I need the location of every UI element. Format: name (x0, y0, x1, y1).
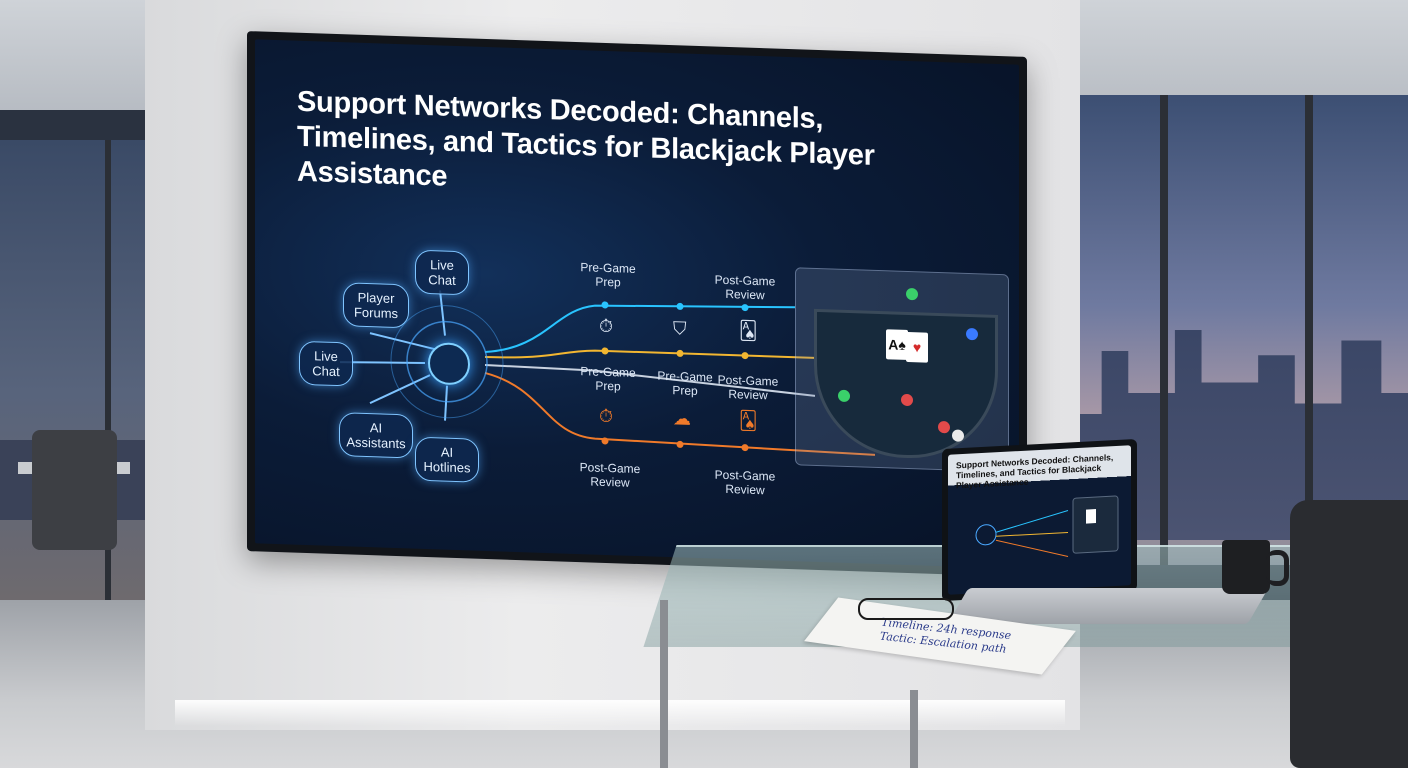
stage-label: Post-Game Review (579, 460, 641, 490)
spoke (444, 385, 448, 421)
chip (901, 393, 913, 407)
card-icon: 🂡 (739, 320, 758, 341)
shield-check-icon: ⛉ (673, 318, 687, 339)
laptop-presentation-title: Support Networks Decoded: Channels, Time… (956, 452, 1114, 491)
ace-of-spades-card: A♠ (886, 329, 908, 360)
line-orange (484, 371, 876, 456)
timeline-dot (676, 349, 684, 357)
network-lines (339, 290, 876, 456)
spoke (439, 290, 446, 336)
mug-handle (1266, 550, 1289, 586)
timeline-dot (676, 440, 684, 448)
window-mullion (1160, 95, 1168, 565)
window-mullion (105, 140, 111, 600)
chip (952, 429, 964, 442)
card-icon: 🂡 (739, 410, 758, 431)
laptop-screen: Support Networks Decoded: Channels, Time… (942, 438, 1137, 602)
stage-label: Post-Game Review (714, 272, 776, 303)
wall-light-strip (175, 700, 1065, 726)
line-cyan (484, 304, 796, 353)
spoke (369, 374, 431, 405)
laptop-keyboard (947, 588, 1269, 624)
display-screen: Support Networks Decoded: Channels, Time… (255, 39, 1019, 569)
timeline-dot (741, 304, 749, 312)
line-yellow (484, 349, 855, 361)
blackjack-table-panel: A♠ ♥ (795, 267, 1009, 473)
chip (938, 420, 950, 434)
node-ai-hotlines: AI Hotlines (415, 436, 479, 483)
stage-label: Pre-Game Prep (657, 368, 713, 399)
desk-leg (660, 600, 668, 768)
spoke (369, 332, 441, 352)
stopwatch-icon: ⏱ (599, 315, 614, 337)
stage-label: Post-Game Review (714, 467, 776, 498)
node-player-forums: Player Forums (343, 282, 409, 329)
timeline-dot (601, 301, 609, 309)
spoke (339, 361, 426, 364)
desk-leg (910, 690, 918, 768)
stage-label: Pre-Game Prep (580, 364, 636, 394)
heart-card: ♥ (906, 331, 928, 363)
hub-ring (390, 305, 504, 419)
stage-label: Post-Game Review (717, 372, 779, 403)
office-chair-right (1290, 500, 1408, 768)
node-live-chat-top: Live Chat (415, 249, 469, 296)
stage-label: Pre-Game Prep (580, 260, 636, 290)
timeline-dot (741, 444, 749, 452)
wall-display: Support Networks Decoded: Channels, Time… (247, 31, 1027, 577)
chip (906, 287, 918, 301)
line-white (484, 363, 816, 397)
timeline-dot (601, 347, 609, 355)
handshake-icon: ☁ (673, 408, 691, 429)
timeline-dot (741, 352, 749, 360)
laptop-network-thumbnail (975, 495, 1119, 557)
chip (966, 327, 978, 341)
timeline-dot (601, 437, 609, 445)
laptop-display: Support Networks Decoded: Channels, Time… (948, 445, 1131, 595)
window-mullion (1305, 95, 1313, 565)
chip (838, 389, 850, 403)
node-ai-assistants: AI Assistants (339, 412, 413, 459)
node-live-chat-left: Live Chat (299, 340, 353, 387)
central-hub-icon (428, 342, 470, 386)
coffee-mug (1222, 540, 1270, 594)
hub-ring (406, 320, 488, 403)
eyeglasses (858, 598, 954, 620)
timeline-dot (676, 302, 684, 310)
office-chair-left (32, 430, 117, 550)
stopwatch-icon: ⏱ (599, 405, 614, 427)
